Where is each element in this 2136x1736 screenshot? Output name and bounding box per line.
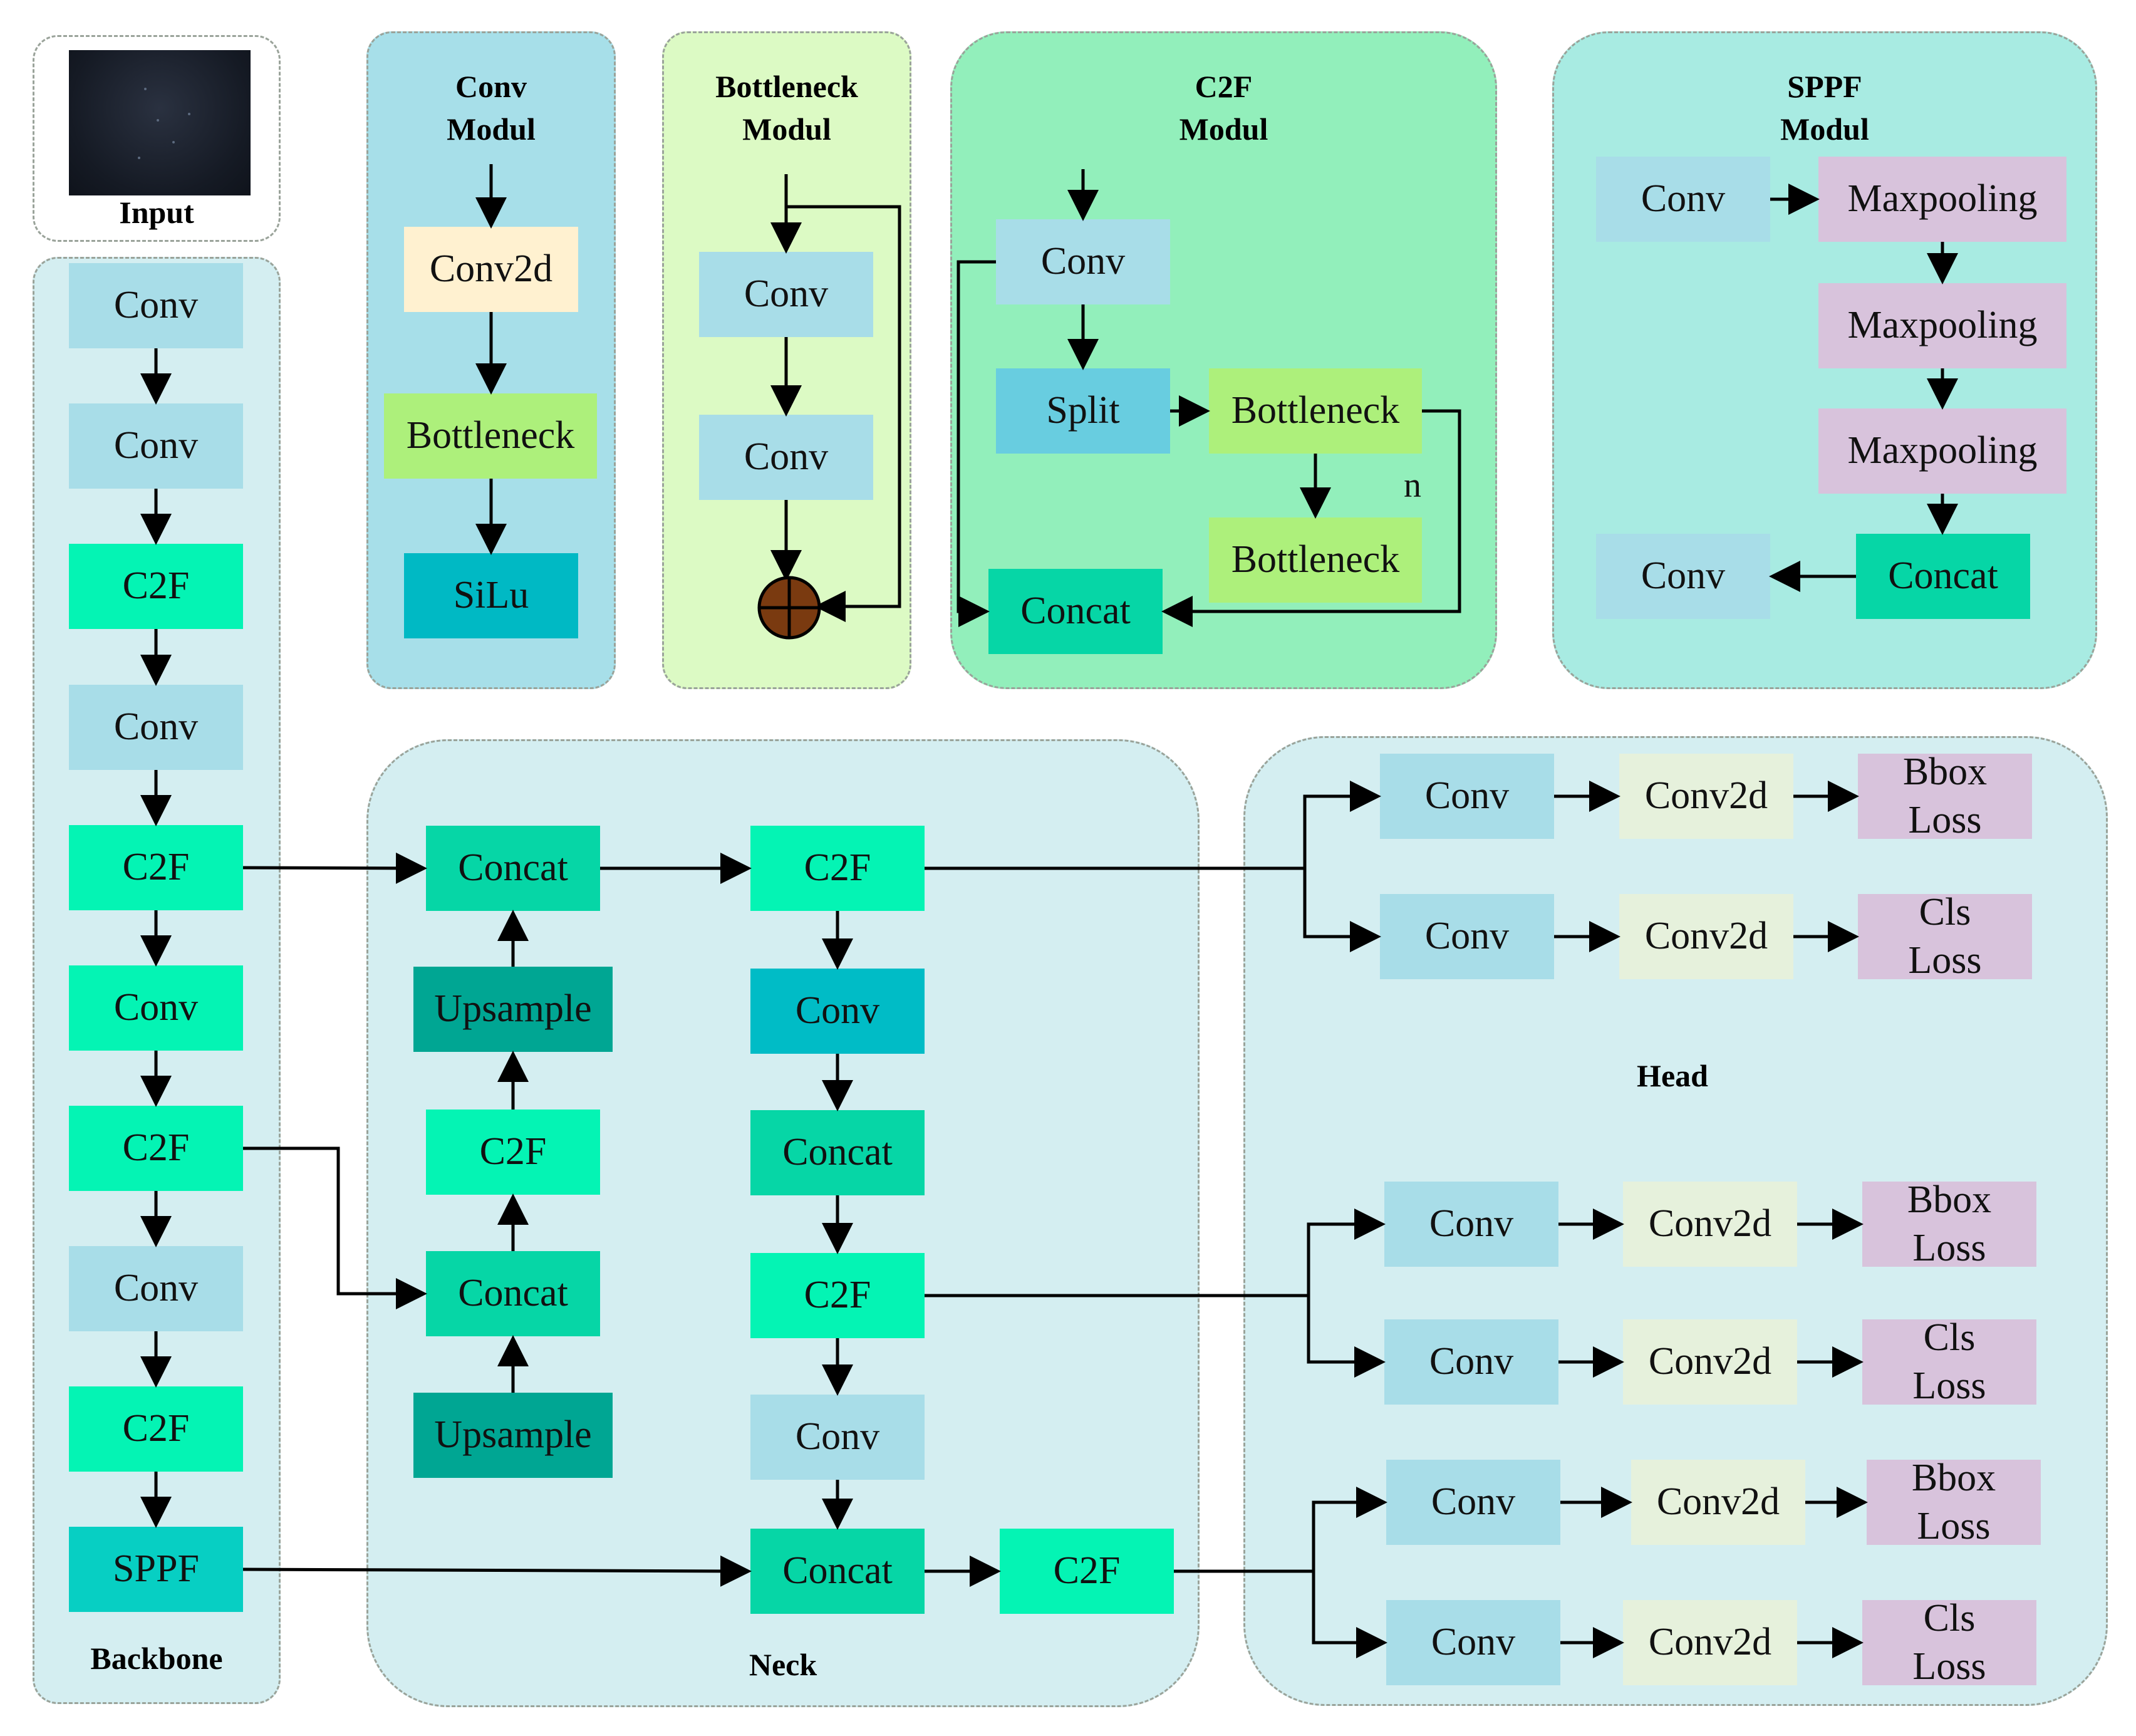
c2f-module-split: Split xyxy=(996,368,1170,454)
input-image xyxy=(69,50,251,195)
arrow-bottleneck-skip xyxy=(786,205,901,622)
head-label: Head xyxy=(1637,1058,1708,1093)
neck-c2f-out-1: C2F xyxy=(750,826,925,911)
c2f-module-bottleneck-1: Bottleneck xyxy=(1209,368,1422,454)
sppf-module-maxpooling-1: Maxpooling xyxy=(1818,157,2066,242)
head-g1-conv2d-cls: Conv2d xyxy=(1619,894,1793,979)
input-image-dot xyxy=(144,88,147,90)
neck-c2f-out-3: C2F xyxy=(1000,1529,1174,1614)
head-g2-conv-bbox: Conv xyxy=(1384,1182,1558,1267)
backbone-conv-1: Conv xyxy=(69,263,243,348)
bottleneck-module-conv-1: Conv xyxy=(699,252,873,337)
head-g3-cls-loss: Cls Loss xyxy=(1862,1597,2036,1688)
c2f-module-title: C2F Modul xyxy=(1179,69,1268,147)
arrow-head-g1-bottom xyxy=(1303,868,1381,952)
head-g3-conv2d-bbox: Conv2d xyxy=(1631,1460,1805,1545)
head-g2-conv-cls: Conv xyxy=(1384,1319,1558,1405)
sppf-module-title: SPPF Modul xyxy=(1780,69,1869,147)
arrow-head-g2-top xyxy=(1307,1208,1386,1296)
input-image-dot xyxy=(157,119,159,122)
head-g1-conv-cls: Conv xyxy=(1380,894,1554,979)
neck-c2f-left: C2F xyxy=(426,1110,600,1195)
neck-conv-1: Conv xyxy=(750,969,925,1054)
head-g1-cls-loss: Cls Loss xyxy=(1858,891,2032,982)
conv-module-silu: SiLu xyxy=(404,553,578,638)
neck-upsample-top: Upsample xyxy=(413,967,613,1052)
arrow-c2f-conv-concat xyxy=(957,260,996,627)
backbone-c2f-2: C2F xyxy=(69,825,243,910)
head-g1-bbox-loss: Bbox Loss xyxy=(1858,751,2032,841)
bottleneck-module-title: Bottleneck Modul xyxy=(715,69,858,147)
head-g1-conv2d-bbox: Conv2d xyxy=(1619,754,1793,839)
sppf-module-maxpooling-3: Maxpooling xyxy=(1818,408,2066,494)
backbone-conv-4: Conv xyxy=(69,965,243,1051)
conv-module-title: Conv Modul xyxy=(447,69,536,147)
head-g2-conv2d-bbox: Conv2d xyxy=(1623,1182,1797,1267)
arrow-backbone-c2f3-neck-concat xyxy=(243,1146,427,1309)
sppf-module-conv-out: Conv xyxy=(1596,534,1770,619)
backbone-conv-3: Conv xyxy=(69,685,243,770)
bottleneck-module-conv-2: Conv xyxy=(699,415,873,500)
head-g2-cls-loss: Cls Loss xyxy=(1862,1316,2036,1407)
arrow-backbone-sppf-neck-concat xyxy=(242,1555,752,1587)
head-g1-conv-bbox: Conv xyxy=(1380,754,1554,839)
conv-module-conv2d: Conv2d xyxy=(404,227,578,312)
sppf-module-concat: Concat xyxy=(1856,534,2030,619)
backbone-c2f-1: C2F xyxy=(69,544,243,629)
sppf-module-maxpooling-2: Maxpooling xyxy=(1818,283,2066,368)
c2f-module-concat: Concat xyxy=(988,569,1163,654)
add-node-icon xyxy=(757,576,821,640)
c2f-module-n-label: n xyxy=(1404,466,1421,505)
head-g3-bbox-loss: Bbox Loss xyxy=(1867,1457,2041,1547)
neck-concat-left: Concat xyxy=(426,1251,600,1336)
conv-module-bottleneck: Bottleneck xyxy=(384,393,597,479)
backbone-label: Backbone xyxy=(90,1641,223,1676)
sppf-module-conv-in: Conv xyxy=(1596,157,1770,242)
neck-concat-top: Concat xyxy=(426,826,600,911)
input-image-dot xyxy=(172,141,175,143)
arrow-c2f-bott-concat xyxy=(1161,409,1461,627)
c2f-module-conv: Conv xyxy=(996,219,1170,304)
head-g2-conv2d-cls: Conv2d xyxy=(1623,1319,1797,1405)
head-g3-conv-cls: Conv xyxy=(1386,1600,1560,1685)
head-g2-bbox-loss: Bbox Loss xyxy=(1862,1178,2036,1269)
arrow-head-g1-top xyxy=(1303,781,1381,868)
arrow-head-g3-bottom xyxy=(1312,1571,1387,1658)
head-g3-conv-bbox: Conv xyxy=(1386,1460,1560,1545)
input-label: Input xyxy=(119,195,194,230)
neck-upsample-bottom: Upsample xyxy=(413,1393,613,1478)
arrow-head-g2-bottom xyxy=(1307,1296,1386,1378)
backbone-sppf: SPPF xyxy=(69,1527,243,1612)
c2f-module-bottleneck-2: Bottleneck xyxy=(1209,517,1422,603)
neck-concat-mid: Concat xyxy=(750,1110,925,1195)
neck-c2f-out-2: C2F xyxy=(750,1253,925,1338)
neck-conv-2: Conv xyxy=(750,1395,925,1480)
backbone-conv-5: Conv xyxy=(69,1246,243,1331)
backbone-c2f-3: C2F xyxy=(69,1106,243,1191)
neck-label: Neck xyxy=(749,1647,817,1682)
input-image-dot xyxy=(188,113,190,115)
neck-concat-bottom: Concat xyxy=(750,1529,925,1614)
input-image-dot xyxy=(138,157,140,159)
head-g3-conv2d-cls: Conv2d xyxy=(1623,1600,1797,1685)
backbone-conv-2: Conv xyxy=(69,403,243,489)
backbone-c2f-4: C2F xyxy=(69,1386,243,1472)
arrow-head-g3-top xyxy=(1312,1487,1387,1571)
